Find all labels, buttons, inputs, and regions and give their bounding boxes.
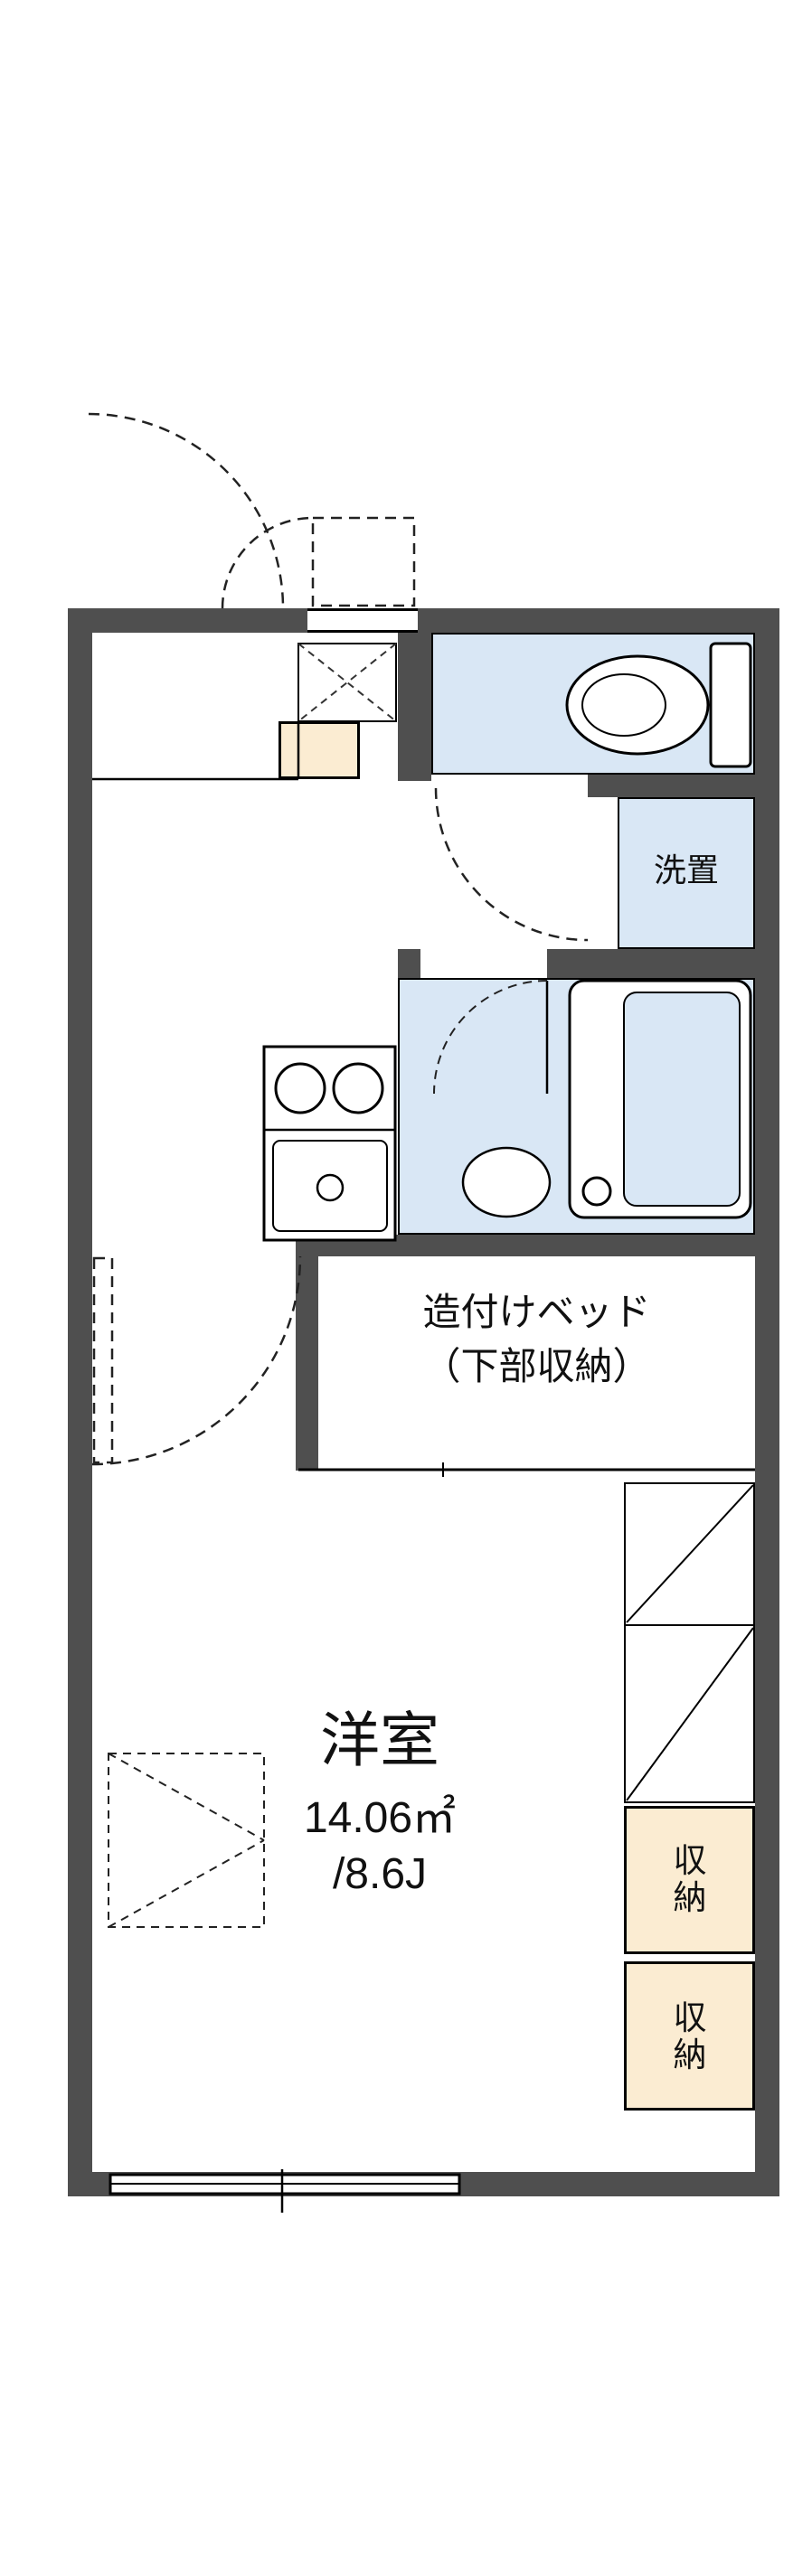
wall-bath-top-b	[547, 949, 755, 978]
wall-bed-left	[296, 1256, 318, 1471]
washer-room-label: 洗置	[653, 851, 719, 888]
window-bottom	[109, 2169, 461, 2213]
storage-box-bottom	[624, 1961, 755, 2111]
kitchen-unit	[262, 1045, 397, 1242]
bed-room-label-line1: 造付けベッド	[422, 1291, 651, 1333]
dashed-furniture	[108, 1753, 265, 1928]
shoe-cabinet	[279, 721, 360, 779]
washer-room	[618, 797, 755, 949]
entrance-door-swing-arcs	[88, 412, 416, 609]
toilet-fixture	[565, 642, 752, 768]
bathroom-door-swing	[433, 980, 549, 1095]
bed-room-boundary-line	[298, 1462, 755, 1477]
entrance-doorway	[307, 608, 418, 633]
wall-bath-top-a	[398, 949, 420, 978]
entrance-mat	[297, 643, 397, 722]
stove-burner-left	[274, 1062, 326, 1114]
wall-toilet-bottom	[588, 775, 755, 797]
main-room-area-jo: /8.6J	[332, 1850, 428, 1898]
closet-diagonals	[624, 1484, 755, 1801]
washbasin	[461, 1146, 552, 1218]
sink-drain	[316, 1173, 345, 1202]
wall-left	[68, 608, 92, 2196]
closet-upper-unit	[624, 1482, 755, 1803]
wall-right	[755, 608, 779, 2196]
storage-box-top	[624, 1806, 755, 1954]
wall-top-right	[418, 608, 779, 633]
toilet-door-swing-arc	[434, 787, 589, 942]
wall-entry-toilet-stub	[398, 633, 431, 781]
genkan-step-line	[92, 721, 300, 781]
hall-door-swing-arc	[91, 1255, 302, 1466]
stove-burner-right	[332, 1062, 384, 1114]
storage-bottom-label: 収納	[673, 1999, 707, 2074]
storage-top-label: 収納	[673, 1842, 707, 1917]
wall-top-left	[68, 608, 307, 633]
bed-room-label-line2: （下部収納）	[422, 1345, 651, 1387]
bathtub	[568, 979, 752, 1219]
main-room-name: 洋室	[320, 1706, 439, 1773]
main-room-area-m2: 14.06㎡	[303, 1794, 457, 1842]
